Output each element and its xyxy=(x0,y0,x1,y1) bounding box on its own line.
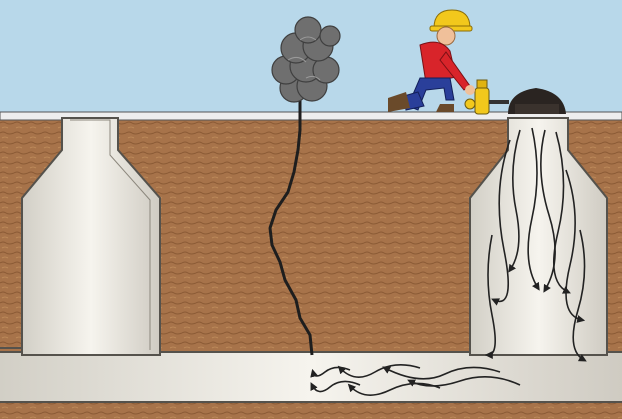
sewer-main-pipe xyxy=(0,352,622,419)
